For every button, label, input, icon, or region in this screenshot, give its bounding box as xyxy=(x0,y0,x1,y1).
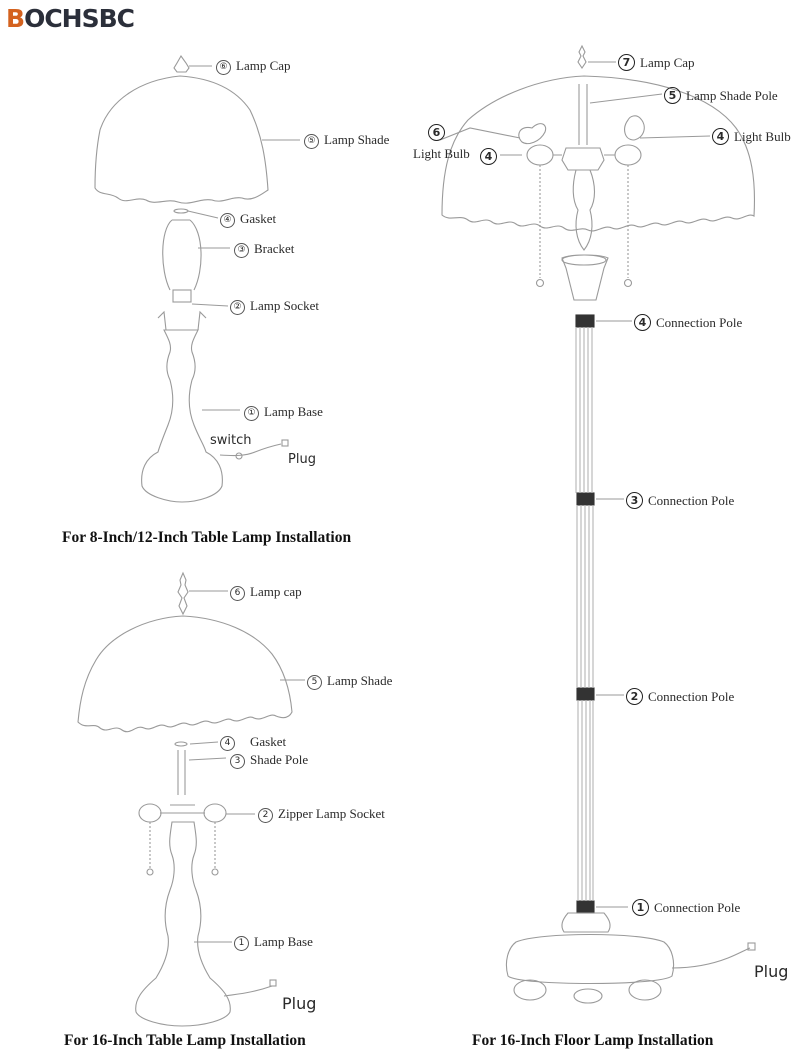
label-light-bulb-left-number: 6 xyxy=(428,124,450,141)
label-plug: Plug xyxy=(754,962,789,981)
table-lamp-large-drawing xyxy=(77,571,305,1027)
caption-large-table-lamp: For 16-Inch Table Lamp Installation xyxy=(64,1032,306,1049)
label-light-bulb-left: Light Bulb xyxy=(413,146,470,161)
label-switch: switch xyxy=(210,433,252,448)
floor-lamp-drawing xyxy=(439,44,756,1004)
label-plug: Plug xyxy=(282,994,317,1013)
caption-small-table-lamp: For 8-Inch/12-Inch Table Lamp Installati… xyxy=(62,529,352,546)
label-light-bulb-left-socket: 4 xyxy=(480,148,502,165)
label-plug: Plug xyxy=(288,452,316,467)
brand-logo: BOCHSBC xyxy=(6,4,135,33)
table-lamp-small-drawing xyxy=(94,54,300,503)
caption-floor-lamp: For 16-Inch Floor Lamp Installation xyxy=(472,1032,714,1049)
